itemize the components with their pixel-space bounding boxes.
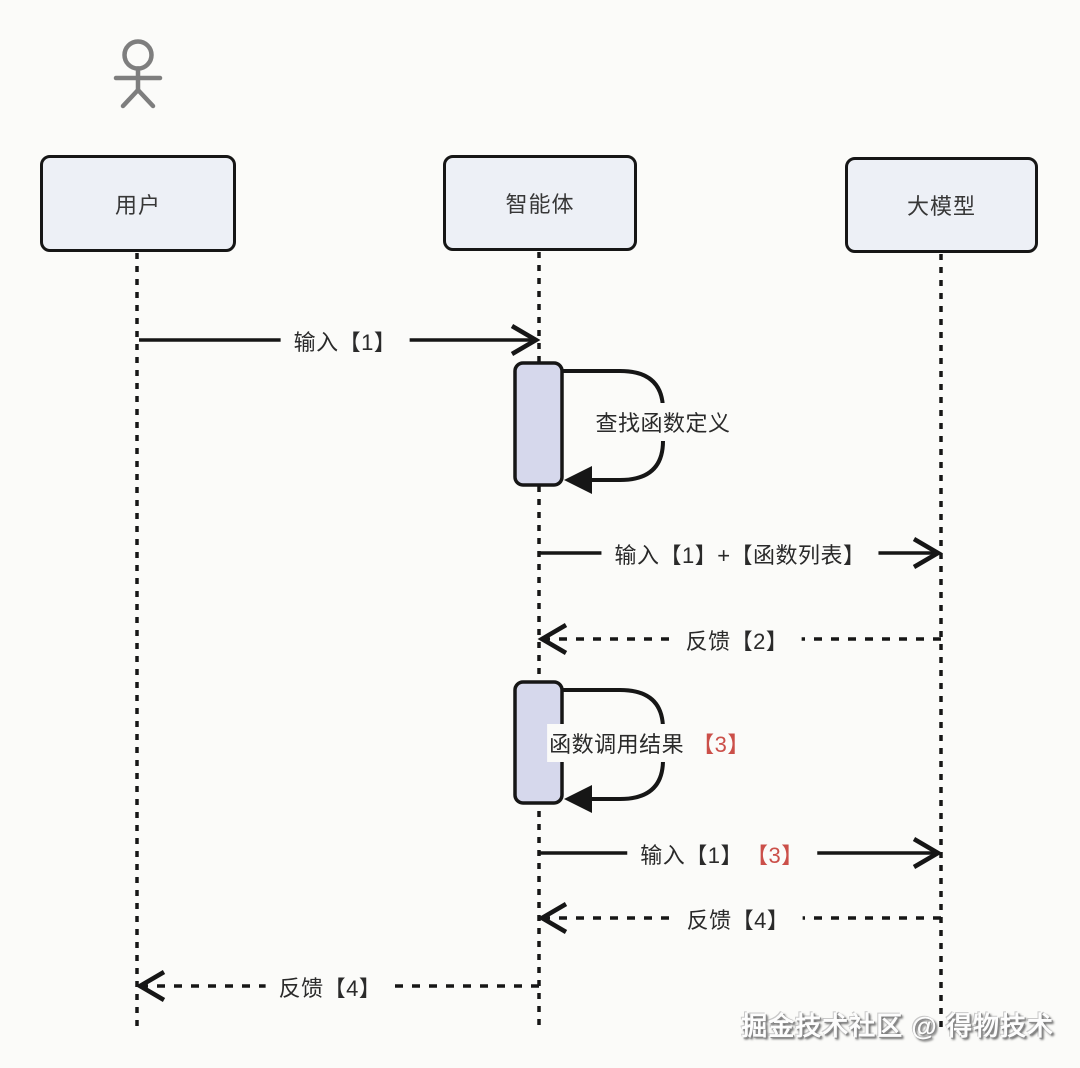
message-label-function-call-result: 函数调用结果【3】 bbox=[547, 724, 763, 762]
message-arrow-feedback-2 bbox=[537, 623, 941, 655]
message-arrow-feedback-4-to-agent bbox=[537, 902, 941, 934]
participant-llm-label: 大模型 bbox=[906, 194, 976, 219]
actor-icon bbox=[113, 39, 163, 109]
participant-agent-label: 智能体 bbox=[505, 192, 575, 217]
message-label-function-call-result-highlight: 【3】 bbox=[692, 732, 750, 757]
message-label-input-1-3: 输入【1】【3】 bbox=[627, 835, 817, 873]
participant-llm: 大模型 bbox=[845, 157, 1038, 253]
message-label-input-1-3-highlight: 【3】 bbox=[757, 843, 804, 868]
message-label-feedback-4-agent: 反馈【4】 bbox=[673, 900, 803, 938]
watermark-text: 掘金技术社区 @ 得物技术 bbox=[741, 1011, 1054, 1041]
participant-agent: 智能体 bbox=[443, 155, 637, 251]
message-label-input-1-function-list: 输入【1】+【函数列表】 bbox=[601, 535, 879, 573]
message-label-feedback-2: 反馈【2】 bbox=[672, 621, 802, 659]
message-label-input-1: 输入【1】 bbox=[280, 322, 410, 360]
message-label-feedback-4-user: 反馈【4】 bbox=[265, 968, 395, 1006]
activation-bar-1 bbox=[513, 361, 564, 487]
participant-user-label: 用户 bbox=[114, 192, 161, 218]
participant-user: 用户 bbox=[40, 155, 236, 252]
message-label-find-function: 查找函数定义 bbox=[582, 403, 744, 441]
message-arrow-feedback-4-to-user bbox=[135, 970, 539, 1002]
